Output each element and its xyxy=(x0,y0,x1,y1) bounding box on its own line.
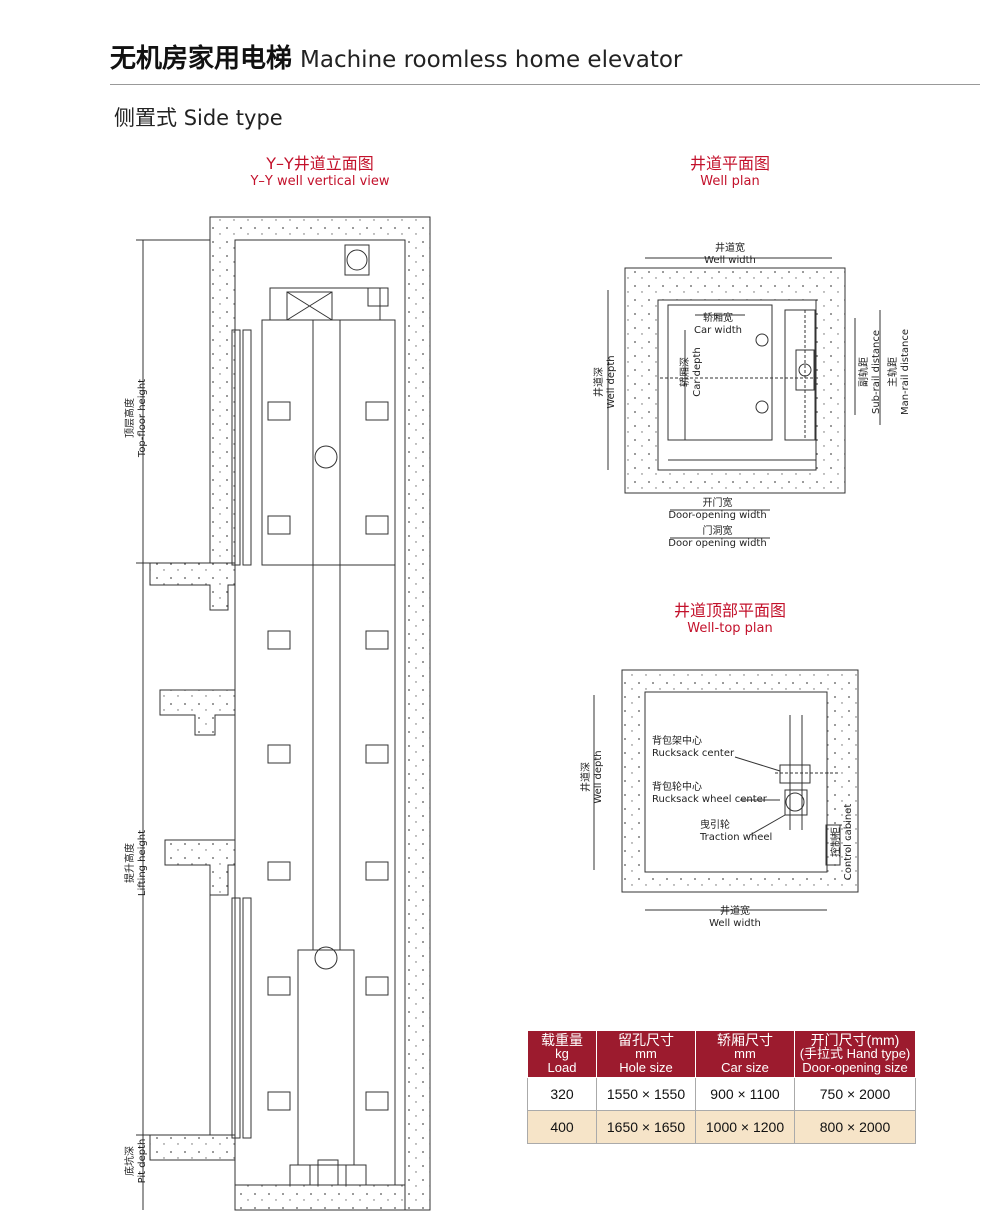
door-hole-width-label: 门洞宽 Door opening width xyxy=(668,526,767,549)
table-row: 320 1550 × 1550 900 × 1100 750 × 2000 xyxy=(527,1077,916,1111)
well-plan-caption: 井道平面图 Well plan xyxy=(689,154,770,189)
well-top-caption: 井道顶部平面图 Well-top plan xyxy=(673,601,786,636)
table-cell: 800 × 2000 xyxy=(794,1110,916,1144)
main-rail-distance-label: 主轨距 Man-rail distance xyxy=(888,328,911,416)
traction-wheel-label: 曳引轮 Traction wheel xyxy=(700,820,773,843)
table-cell: 750 × 2000 xyxy=(794,1077,916,1111)
lifting-height-label: 提升高度 Lifting height xyxy=(125,829,148,897)
top-floor-height-label: 顶层高度 Top-floor height xyxy=(125,378,148,458)
plan-well-width-label: 井道宽 Well width xyxy=(704,243,756,266)
table-cell: 1550 × 1550 xyxy=(596,1077,696,1111)
table-cell: 1650 × 1650 xyxy=(596,1110,696,1144)
plan-car-width-label: 轿厢宽 Car width xyxy=(694,313,742,336)
well-top-drawing xyxy=(593,669,859,911)
top-well-width-label: 井道宽 Well width xyxy=(709,906,761,929)
plan-car-depth-label: 轿厢深 Car depth xyxy=(680,347,703,397)
control-cabinet-label: 控制柜 Control cabinet xyxy=(831,803,854,881)
header-load: 载重量 kg Load xyxy=(527,1030,597,1078)
table-cell: 400 xyxy=(527,1110,597,1144)
header-hole-size: 留孔尺寸 mm Hole size xyxy=(596,1030,696,1078)
sub-rail-distance-label: 副轨距 Sub-rail distance xyxy=(859,330,882,414)
vertical-view-caption: Y–Y井道立面图 Y–Y well vertical view xyxy=(250,154,390,189)
rail-brackets xyxy=(267,401,389,1111)
rucksack-center-label: 背包架中心 Rucksack center xyxy=(652,736,735,759)
table-header-row: 载重量 kg Load 留孔尺寸 mm Hole size 轿厢尺寸 mm Ca… xyxy=(527,1030,916,1078)
well-plan-drawing xyxy=(607,257,881,539)
table-row: 400 1650 × 1650 1000 × 1200 800 × 2000 xyxy=(527,1110,916,1144)
door-opening-width-label: 开门宽 Door-opening width xyxy=(668,498,767,521)
table-cell: 900 × 1100 xyxy=(695,1077,795,1111)
top-well-depth-label: 井道深 Well depth xyxy=(581,750,604,804)
spec-table: 载重量 kg Load 留孔尺寸 mm Hole size 轿厢尺寸 mm Ca… xyxy=(527,1030,916,1144)
plan-well-depth-label: 井道深 Well depth xyxy=(594,355,617,409)
section-subtitle: 侧置式 Side type xyxy=(114,106,283,130)
table-cell: 320 xyxy=(527,1077,597,1111)
header-divider xyxy=(110,84,980,85)
pit-depth-label: 底坑深 Pit depth xyxy=(125,1138,148,1184)
rucksack-wheel-center-label: 背包轮中心 Rucksack wheel center xyxy=(652,782,767,805)
header-door-size: 开门尺寸(mm) (手拉式 Hand type) Door-opening si… xyxy=(794,1030,916,1078)
header-car-size: 轿厢尺寸 mm Car size xyxy=(695,1030,795,1078)
table-cell: 1000 × 1200 xyxy=(695,1110,795,1144)
